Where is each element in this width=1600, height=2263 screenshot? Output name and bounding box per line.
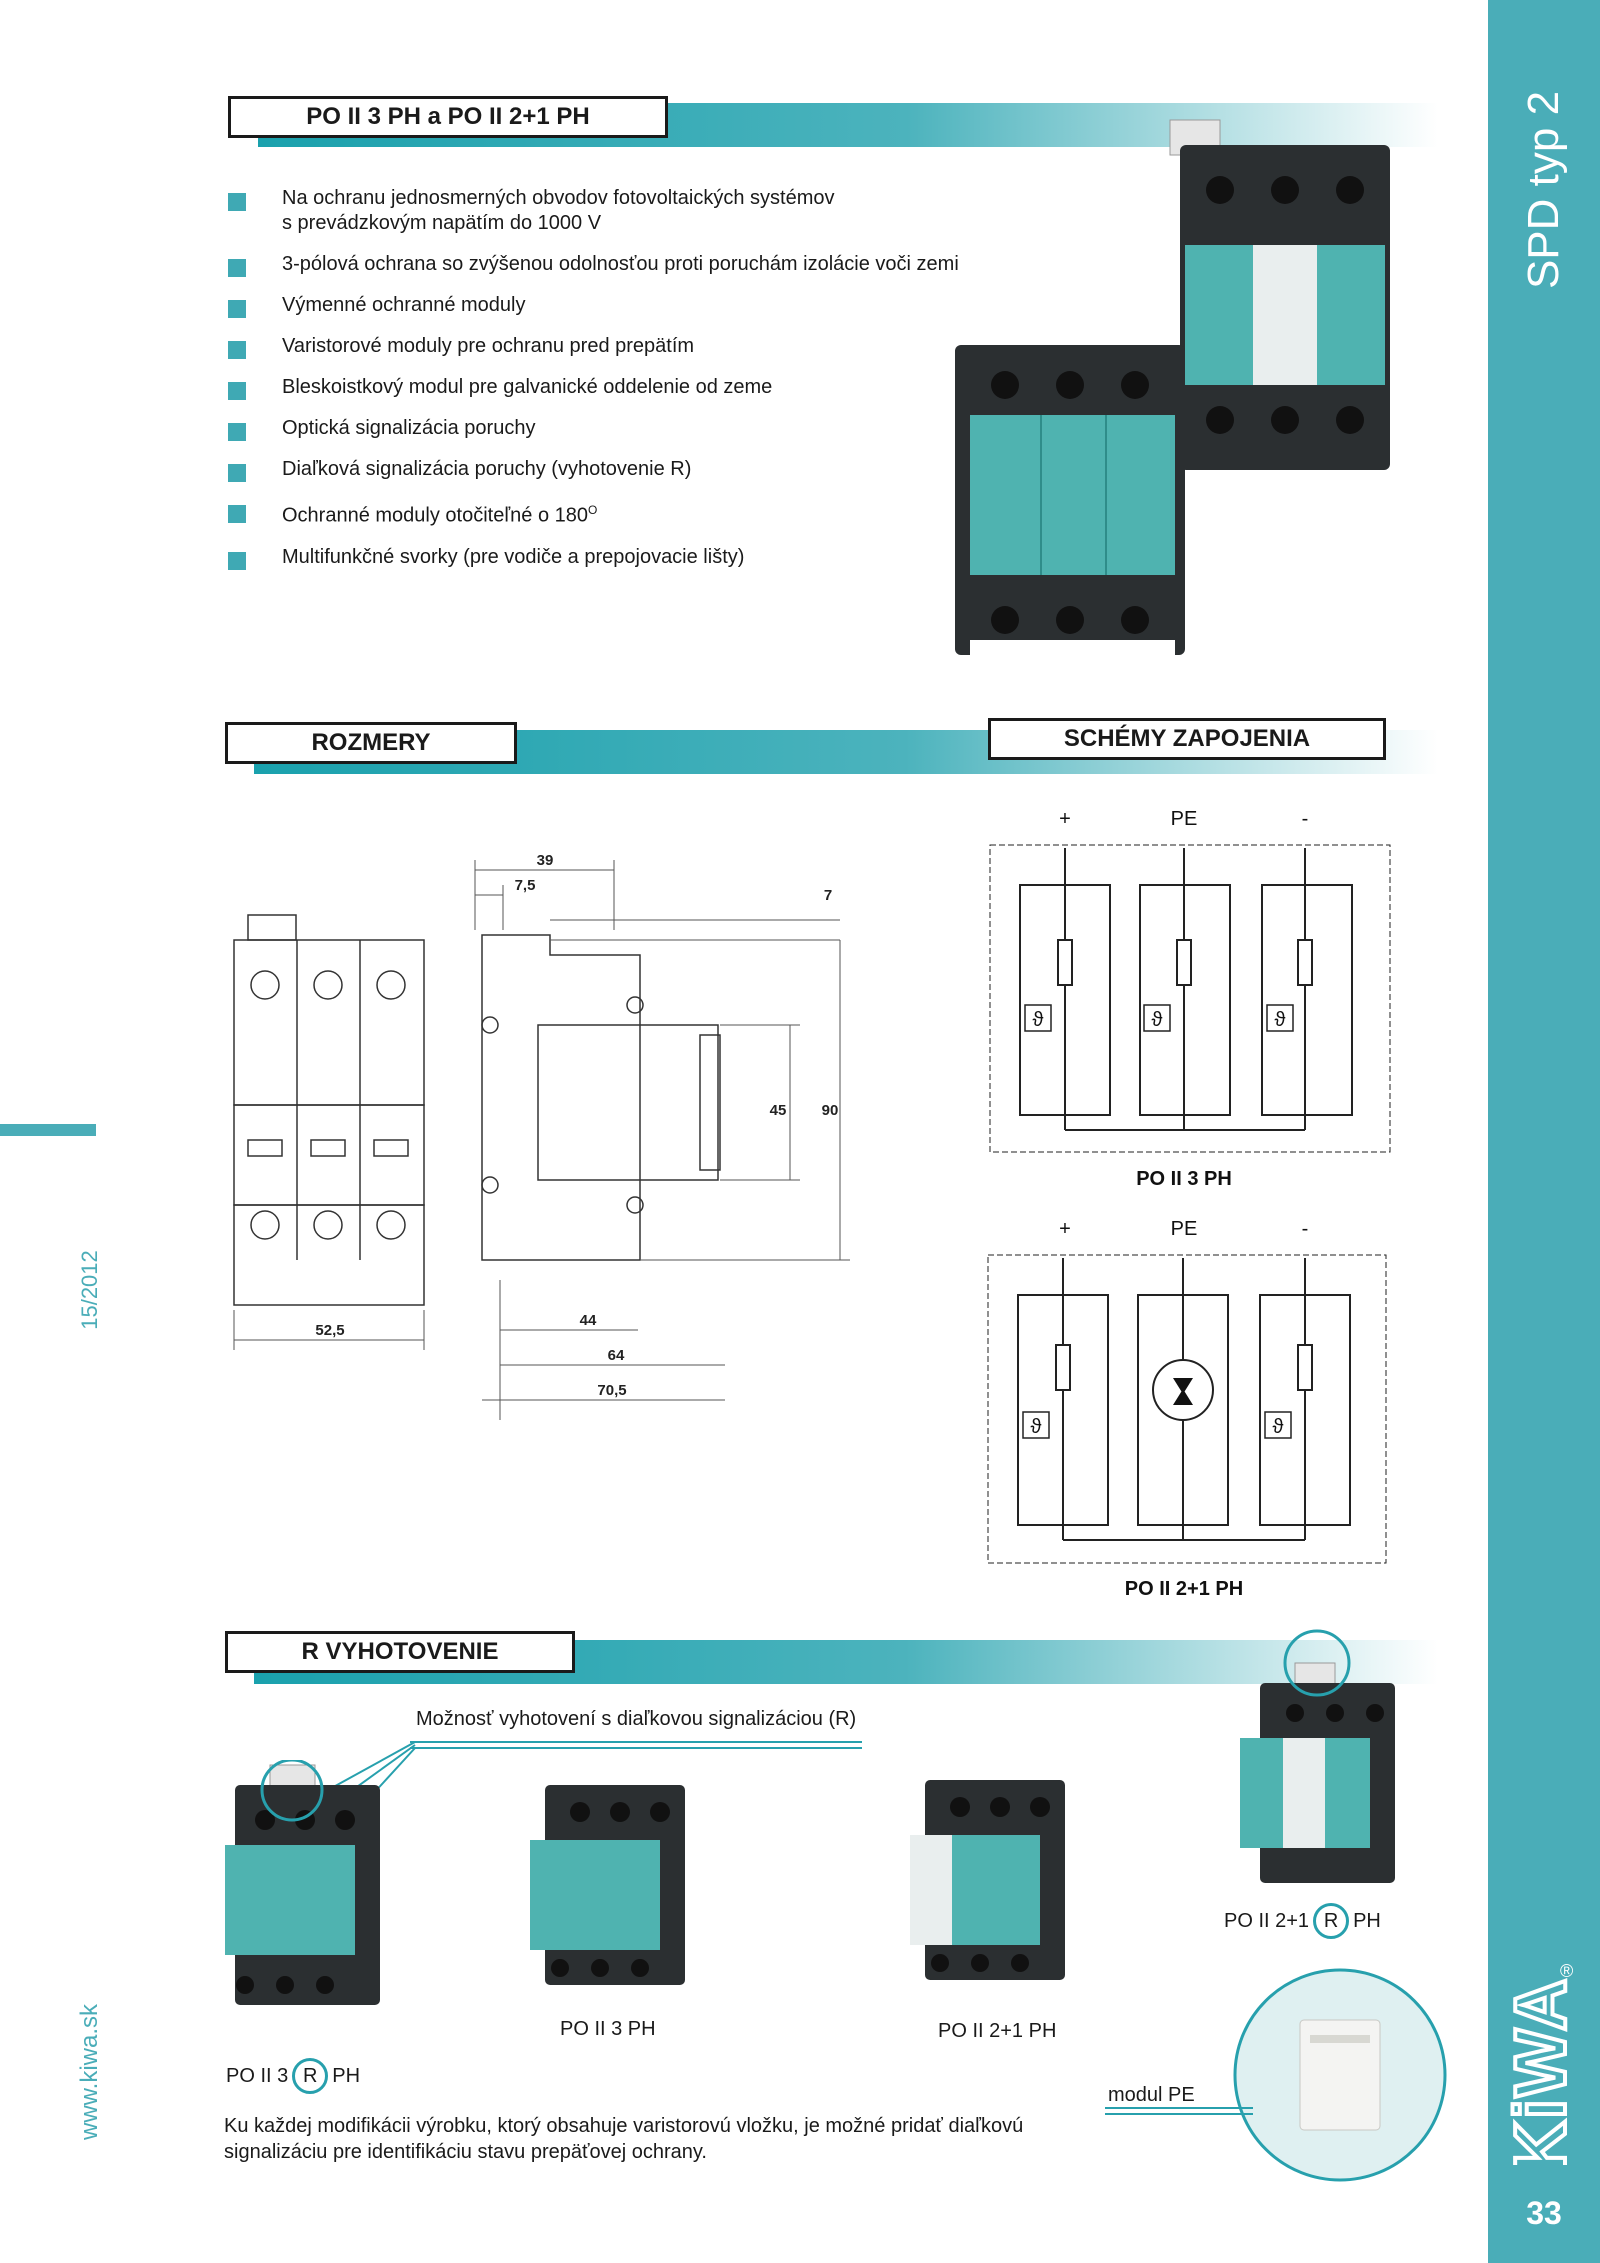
feature-item: Multifunkčné svorky (pre vodiče a prepoj… (228, 545, 1028, 570)
product-label-1: PO II 3 R PH (226, 2058, 360, 2094)
product-label-1-pre: PO II 3 (226, 2064, 289, 2087)
feature-item: Ochranné moduly otočiteľné o 180O (228, 498, 1028, 529)
right-sidebar (1488, 0, 1600, 2263)
dim-7-5: 7,5 (515, 877, 536, 894)
product-3ph (530, 1785, 685, 1985)
feature-list: Na ochranu jednosmerných obvodov fotovol… (228, 186, 1028, 586)
module-pe-label: modul PE (1108, 2084, 1195, 2106)
svg-text:KiWA: KiWA (1501, 1977, 1581, 2165)
degree-mark: O (588, 503, 598, 517)
thermal-symbol: ϑ (1033, 1009, 1044, 1031)
feature-text: Diaľková signalizácia poruchy (vyhotoven… (282, 458, 692, 480)
feature-item: Bleskoistkový modul pre galvanické oddel… (228, 375, 1028, 400)
feature-text: Optická signalizácia poruchy (282, 417, 536, 439)
registered-mark: ® (1560, 1961, 1573, 1981)
product-photo (955, 119, 1390, 655)
footer-note: Ku každej modifikácii výrobku, ktorý obs… (224, 2115, 1024, 2163)
r-circle-badge: R (1313, 1903, 1350, 1939)
product-2plus1ph (910, 1780, 1065, 1980)
feature-item: 3-pólová ochrana so zvýšenou odolnosťou … (228, 252, 1028, 277)
dim-52-5: 52,5 (315, 1322, 344, 1339)
section1-title: PO II 3 PH a PO II 2+1 PH (228, 96, 668, 138)
dim-39: 39 (537, 852, 554, 869)
schematic-caption-1: PO II 3 PH (1136, 1168, 1232, 1190)
dim-7: 7 (824, 887, 832, 904)
dim-44: 44 (580, 1312, 597, 1329)
product-r-3ph (225, 1760, 380, 2005)
page-number: 33 (1526, 2195, 1562, 2231)
rozmery-title: ROZMERY (225, 722, 517, 764)
feature-text: 3-pólová ochrana so zvýšenou odolnosťou … (282, 253, 959, 275)
r-note: Možnosť vyhotovení s diaľkovou signalizá… (416, 1708, 857, 1730)
r-circle-badge: R (292, 2058, 329, 2094)
schemy-title: SCHÉMY ZAPOJENIA (988, 718, 1386, 760)
thermal-symbol: ϑ (1273, 1416, 1284, 1438)
feature-item: Na ochranu jednosmerných obvodov fotovol… (228, 186, 1028, 236)
schematic-caption-2: PO II 2+1 PH (1125, 1578, 1243, 1600)
feature-text: Na ochranu jednosmerných obvodov fotovol… (282, 187, 835, 234)
feature-item: Výmenné ochranné moduly (228, 293, 1028, 318)
wiring-schematics: + PE - ϑ ϑ ϑ PO II 3 PH + PE - ϑ ϑ PO II… (987, 808, 1391, 1600)
edition-label: 15/2012 (77, 1250, 102, 1330)
terminal-pe: PE (1171, 808, 1198, 830)
sidebar-title-text: SPD typ 2 (1519, 90, 1568, 290)
product-label-4: PO II 2+1 R PH (1224, 1903, 1381, 1939)
dimension-drawing: 52,5 39 7,5 7 45 90 44 64 70,5 (233, 852, 850, 1420)
feature-item: Optická signalizácia poruchy (228, 416, 1028, 441)
kiwa-logo: KiWA ® (1500, 1961, 1583, 2165)
feature-text: Multifunkčné svorky (pre vodiče a prepoj… (282, 545, 745, 568)
feature-item: Diaľková signalizácia poruchy (vyhotoven… (228, 457, 1028, 482)
thermal-symbol: ϑ (1275, 1009, 1286, 1031)
product-label-4-pre: PO II 2+1 (1224, 1909, 1310, 1932)
sidebar-title: SPD typ 2 (1488, 0, 1600, 380)
feature-text: Bleskoistkový modul pre galvanické oddel… (282, 376, 773, 398)
product-label-2: PO II 3 PH (560, 2018, 656, 2040)
dim-45: 45 (770, 1102, 787, 1119)
feature-text: Ochranné moduly otočiteľné o 180 (282, 504, 589, 527)
dim-64: 64 (608, 1347, 625, 1364)
thermal-symbol: ϑ (1031, 1416, 1042, 1438)
dim-90: 90 (822, 1102, 839, 1119)
module-pe-pointer (1105, 2107, 1253, 2115)
feature-item: Varistorové moduly pre ochranu pred prep… (228, 334, 1028, 359)
terminal-minus: - (1302, 1218, 1309, 1240)
terminal-plus: + (1059, 808, 1071, 830)
product-label-3: PO II 2+1 PH (938, 2020, 1057, 2042)
product-r-2plus1ph (1240, 1629, 1395, 1883)
product-label-4-post: PH (1353, 1909, 1381, 1932)
feature-text: Varistorové moduly pre ochranu pred prep… (282, 335, 695, 357)
terminal-plus: + (1059, 1218, 1071, 1240)
module-pe-image (1233, 1968, 1447, 2182)
terminal-pe: PE (1171, 1218, 1198, 1240)
dim-70-5: 70,5 (597, 1382, 626, 1399)
thermal-symbol: ϑ (1152, 1009, 1163, 1031)
device-front (955, 345, 1185, 655)
product-label-1-post: PH (332, 2064, 361, 2087)
terminal-minus: - (1302, 808, 1309, 830)
left-accent-bar (0, 1124, 96, 1136)
device-back (1169, 119, 1390, 470)
feature-text: Výmenné ochranné moduly (282, 294, 526, 316)
r-section-title: R VYHOTOVENIE (225, 1631, 575, 1673)
website-link[interactable]: www.kiwa.sk (76, 2003, 103, 2141)
